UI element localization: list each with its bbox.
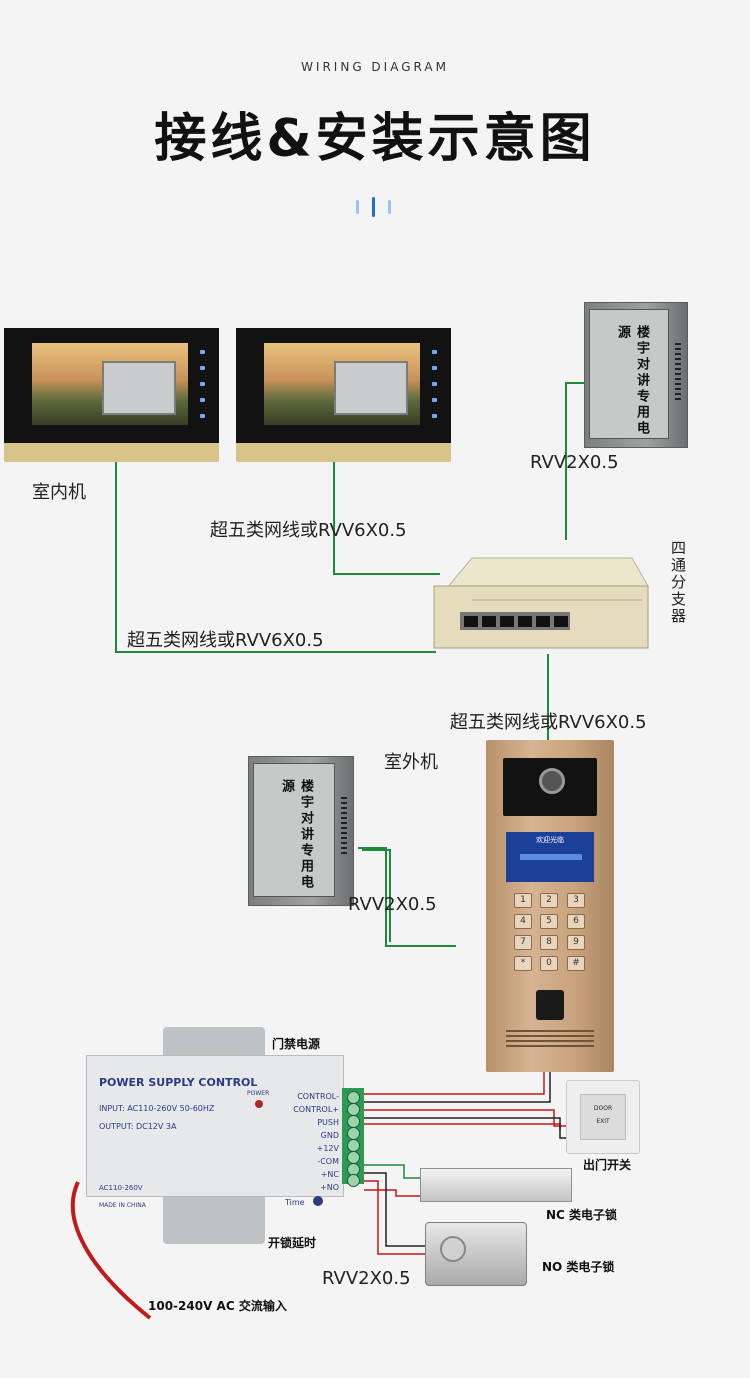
lock-cylinder-icon bbox=[440, 1236, 466, 1262]
wire-power2-to-outdoor-b bbox=[362, 849, 391, 942]
camera-module bbox=[503, 758, 597, 816]
psu-input: INPUT: AC110-260V 50-60HZ bbox=[99, 1104, 215, 1113]
decor-bar-center bbox=[372, 197, 375, 217]
diagram-title: 接线&安装示意图 bbox=[154, 109, 596, 169]
label-splitter: 四通分支器 bbox=[669, 540, 687, 625]
wire-black-exit bbox=[364, 1117, 566, 1139]
terminal-label: CONTROL- bbox=[297, 1092, 339, 1101]
wire-ac-input bbox=[70, 1181, 152, 1320]
house-image bbox=[102, 361, 176, 415]
power-led-icon bbox=[255, 1100, 263, 1108]
terminal-block bbox=[342, 1088, 364, 1187]
indoor-monitor-1 bbox=[4, 328, 219, 462]
lcd-screen: 欢迎光临 bbox=[506, 832, 594, 882]
terminal-label: +NO bbox=[320, 1183, 339, 1192]
power-box-text: 楼宇对讲专用电源 bbox=[615, 325, 649, 437]
label-cable-right: 超五类网线或RVV6X0.5 bbox=[450, 712, 647, 733]
keypad-key[interactable]: 8 bbox=[540, 935, 558, 950]
wire-monitor1-to-hub bbox=[115, 462, 436, 653]
camera-lens bbox=[539, 768, 565, 794]
intercom-power-box-top: 楼宇对讲专用电源 bbox=[584, 302, 688, 448]
keypad-key[interactable]: 7 bbox=[514, 935, 532, 950]
terminal-label: -COM bbox=[317, 1157, 339, 1166]
label-rvv-bottom: RVV2X0.5 bbox=[322, 1268, 411, 1289]
keypad-key[interactable]: 9 bbox=[567, 935, 585, 950]
wire-power2-to-outdoor bbox=[358, 847, 456, 947]
label-outdoor-unit: 室外机 bbox=[384, 752, 438, 773]
label-cable-top: 超五类网线或RVV6X0.5 bbox=[210, 520, 407, 541]
access-control-power-supply: POWER SUPPLY CONTROL INPUT: AC110-260V 5… bbox=[86, 1055, 344, 1209]
intercom-power-box-mid: 楼宇对讲专用电源 bbox=[248, 756, 354, 906]
terminal-label: CONTROL+ bbox=[293, 1105, 339, 1114]
screen-title: 欢迎光临 bbox=[536, 836, 564, 844]
terminal-label: +NC bbox=[320, 1170, 339, 1179]
keypad-key[interactable]: * bbox=[514, 956, 532, 971]
terminal-label: PUSH bbox=[317, 1118, 339, 1127]
keypad-key[interactable]: # bbox=[567, 956, 585, 971]
exit-door-text: DOOR bbox=[593, 1105, 613, 1112]
keypad-key[interactable]: 0 bbox=[540, 956, 558, 971]
label-ac-input: 100-240V AC 交流输入 bbox=[148, 1299, 287, 1313]
wire-black-outdoor bbox=[364, 1072, 551, 1103]
label-no-lock: NO 类电子锁 bbox=[542, 1260, 615, 1274]
house-image bbox=[334, 361, 408, 415]
decor-bar-right bbox=[388, 200, 391, 214]
label-rvv-mid: RVV2X0.5 bbox=[348, 894, 437, 915]
exit-button[interactable]: DOOR EXIT bbox=[580, 1094, 626, 1140]
wire-power-to-hub bbox=[565, 382, 584, 540]
label-nc-lock: NC 类电子锁 bbox=[546, 1208, 618, 1222]
keypad-key[interactable]: 5 bbox=[540, 914, 558, 929]
wire-red-outdoor-1 bbox=[364, 1072, 545, 1095]
terminal-label: +12V bbox=[316, 1144, 339, 1153]
wire-monitor2-to-hub bbox=[333, 462, 440, 575]
monitor-screen bbox=[264, 343, 420, 425]
four-way-splitter bbox=[433, 557, 649, 649]
magnetic-lock-icon bbox=[420, 1168, 572, 1202]
time-knob-icon[interactable] bbox=[313, 1196, 323, 1206]
label-unlock-delay: 开锁延时 bbox=[268, 1236, 317, 1250]
label-access-power: 门禁电源 bbox=[272, 1037, 321, 1051]
wire-black-lock bbox=[364, 1172, 425, 1247]
keypad-key[interactable]: 1 bbox=[514, 893, 532, 908]
monitor-screen bbox=[32, 343, 188, 425]
label-indoor-unit: 室内机 bbox=[32, 482, 86, 503]
label-exit-switch: 出门开关 bbox=[583, 1158, 632, 1172]
wire-red-maglock bbox=[364, 1189, 420, 1197]
indoor-monitor-2 bbox=[236, 328, 451, 462]
psu-power-label: POWER bbox=[247, 1090, 270, 1097]
wire-red-lock bbox=[364, 1180, 425, 1255]
exit-text: EXIT bbox=[596, 1118, 610, 1125]
psu-bracket-bottom bbox=[163, 1192, 265, 1244]
psu-bracket-top bbox=[163, 1027, 265, 1059]
psu-made-label: MADE IN CHINA bbox=[99, 1202, 146, 1209]
keypad-key[interactable]: 3 bbox=[567, 893, 585, 908]
psu-time-label: Time bbox=[285, 1198, 305, 1207]
keypad-key[interactable]: 4 bbox=[514, 914, 532, 929]
outdoor-door-station: 欢迎光临 1 2 3 4 5 6 7 8 9 * 0 # bbox=[486, 740, 614, 1072]
fingerprint-sensor-icon[interactable] bbox=[536, 990, 564, 1020]
keypad-key[interactable]: 6 bbox=[567, 914, 585, 929]
psu-ac-label: AC110-260V bbox=[99, 1184, 143, 1192]
keypad-key[interactable]: 2 bbox=[540, 893, 558, 908]
label-rvv-top: RVV2X0.5 bbox=[530, 452, 619, 473]
power-box-text: 楼宇对讲专用电源 bbox=[279, 779, 313, 891]
decor-bar-left bbox=[356, 200, 359, 214]
wire-term-to-maglock bbox=[364, 1164, 420, 1179]
terminal-label: GND bbox=[320, 1131, 339, 1140]
label-cable-mid: 超五类网线或RVV6X0.5 bbox=[127, 630, 324, 651]
wire-red-exit-2 bbox=[364, 1123, 561, 1130]
diagram-subtitle: WIRING DIAGRAM bbox=[301, 60, 449, 74]
psu-title: POWER SUPPLY CONTROL bbox=[99, 1076, 258, 1089]
speaker-grille bbox=[506, 1030, 594, 1048]
psu-output: OUTPUT: DC12V 3A bbox=[99, 1122, 177, 1131]
